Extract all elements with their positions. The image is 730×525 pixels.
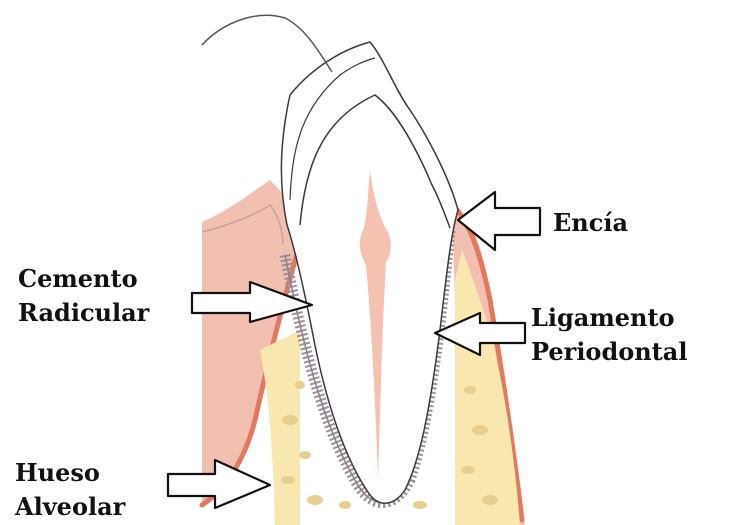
- label-hueso-line2: Alveolar: [15, 490, 125, 524]
- label-cemento-line2: Radicular: [18, 296, 149, 330]
- arrow-ligamento: [435, 313, 525, 355]
- lip-outline: [202, 15, 332, 72]
- label-encia: Encía: [553, 206, 628, 240]
- arrow-hueso: [168, 460, 270, 508]
- label-hueso-line1: Hueso: [15, 456, 100, 490]
- label-ligamento-line1: Ligamento: [531, 301, 675, 335]
- label-cemento-line1: Cemento: [18, 262, 138, 296]
- label-ligamento-line2: Periodontal: [531, 335, 687, 369]
